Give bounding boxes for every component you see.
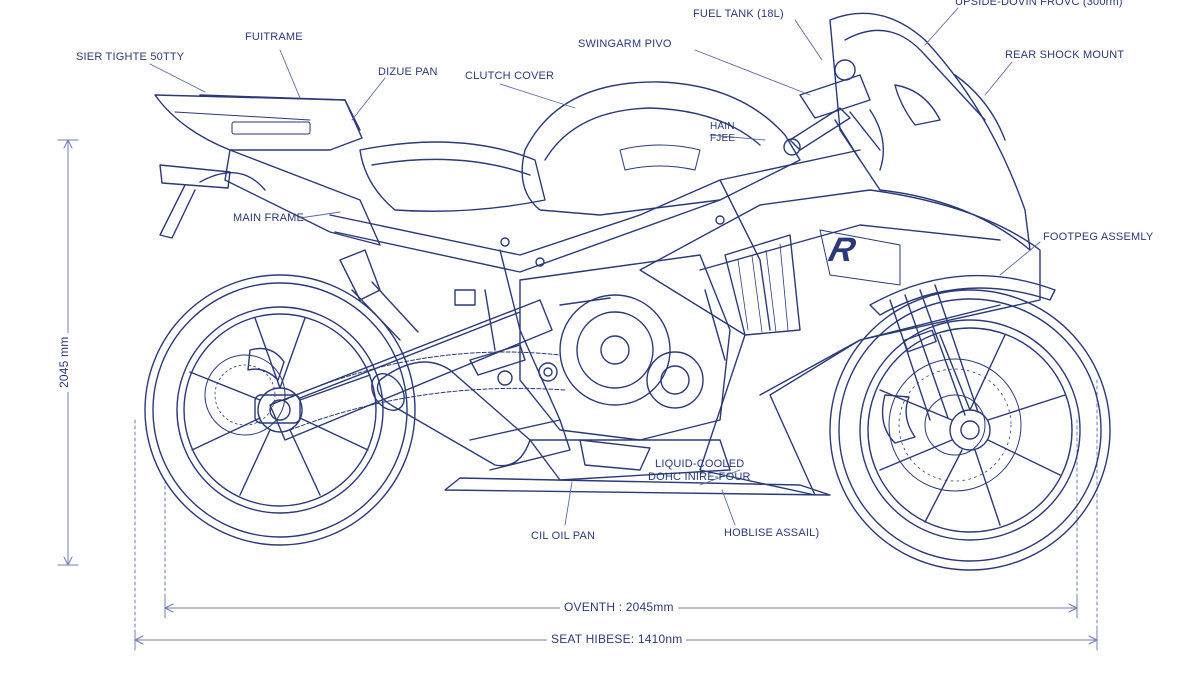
dimension-lines — [57, 139, 1098, 651]
label-steering-top: SIER TIGHTE 50TTY — [76, 51, 185, 63]
label-dummy-pan: DIZUE PAN — [378, 66, 438, 78]
label-hain-line2: FJEE — [710, 133, 736, 144]
label-fuel-tank: FUEL TANK (18L) — [693, 8, 784, 20]
rear-wheel — [144, 274, 416, 546]
front-fender — [869, 274, 1056, 316]
label-brake-assembly: HOBLISE ASSAIL) — [724, 527, 820, 539]
label-oil-pan: CIL OIL PAN — [531, 530, 596, 542]
label-footpeg-assembly: FOOTPEG ASSEMLY — [1043, 231, 1154, 243]
dimension-overall-length: OVENTH : 2045mm — [560, 601, 678, 614]
label-rear-shock-mount: REAR SHOCK MOUNT — [1005, 49, 1125, 61]
exhaust — [371, 361, 571, 471]
main-frame — [329, 149, 861, 421]
callout-leaders — [149, 7, 1041, 526]
label-hain-line1: HAIN — [710, 121, 735, 132]
radiator — [724, 234, 801, 336]
label-engine-line1: LIQUID-COOLED — [655, 458, 745, 470]
label-engine-line2: DOHC INIRE-FOUR — [648, 471, 751, 483]
front-fork — [889, 284, 979, 421]
label-clutch-cover: CLUTCH COVER — [465, 70, 555, 82]
swingarm — [254, 299, 566, 441]
front-wheel — [829, 289, 1111, 571]
seat — [359, 141, 546, 212]
label-main-frame: MAIN FRAME — [233, 212, 305, 224]
tail-section — [154, 94, 381, 246]
dimension-height: 2045 mm — [57, 332, 71, 392]
fuel-tank — [521, 81, 801, 216]
rear-suspension — [339, 249, 419, 341]
label-subframe: FUITRAME — [245, 31, 303, 43]
footpeg — [454, 289, 526, 386]
handlebar — [783, 59, 885, 171]
dimension-seat-wheelbase: SEAT HIBESE: 1410nm — [547, 633, 687, 646]
label-upside-down-fork: UPSIDE-DOVIN FROVC (300rm) — [955, 0, 1123, 8]
engine — [444, 254, 831, 496]
side-fairing — [639, 189, 1041, 496]
front-fairing — [829, 12, 1031, 251]
label-swingarm-pivot: SWINGARM PIVO — [578, 38, 672, 50]
